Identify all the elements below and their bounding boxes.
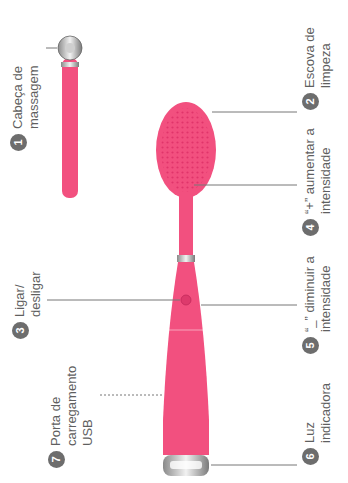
part-label: Ligar/ desligar xyxy=(12,257,44,317)
callout-group: 7 Porta de carregamento USB xyxy=(48,352,96,468)
part-label: Cabeça de massagem xyxy=(10,49,42,129)
callout-group: 2 Escova de limpeza xyxy=(302,18,334,110)
cleansing-brush xyxy=(156,102,216,476)
callout-number: 2 xyxy=(302,93,319,110)
callout-group: 5 “_” diminuir a intensidade xyxy=(302,242,334,354)
callout-number: 4 xyxy=(302,219,319,236)
callout-group: 3 Ligar/ desligar xyxy=(12,257,44,339)
part-label: “_” diminuir a intensidade xyxy=(302,242,334,332)
part-label: Escova de limpeza xyxy=(302,18,334,88)
callout-group: 1 Cabeça de massagem xyxy=(10,49,42,151)
callout-group: 6 Luz indicadora xyxy=(302,371,334,465)
part-label: Porta de carregamento USB xyxy=(48,352,96,446)
part-label: Luz indicadora xyxy=(302,371,334,443)
leader-lines xyxy=(46,48,297,465)
callout-number: 7 xyxy=(48,451,65,468)
callout-number: 1 xyxy=(10,134,27,151)
callout-number: 6 xyxy=(302,448,319,465)
callout-number: 3 xyxy=(12,322,29,339)
massage-head-attachment xyxy=(58,36,82,198)
callout-group: 4 “+” aumentar a intensidade xyxy=(302,124,334,236)
part-label: “+” aumentar a intensidade xyxy=(302,124,334,214)
callout-number: 5 xyxy=(302,337,319,354)
